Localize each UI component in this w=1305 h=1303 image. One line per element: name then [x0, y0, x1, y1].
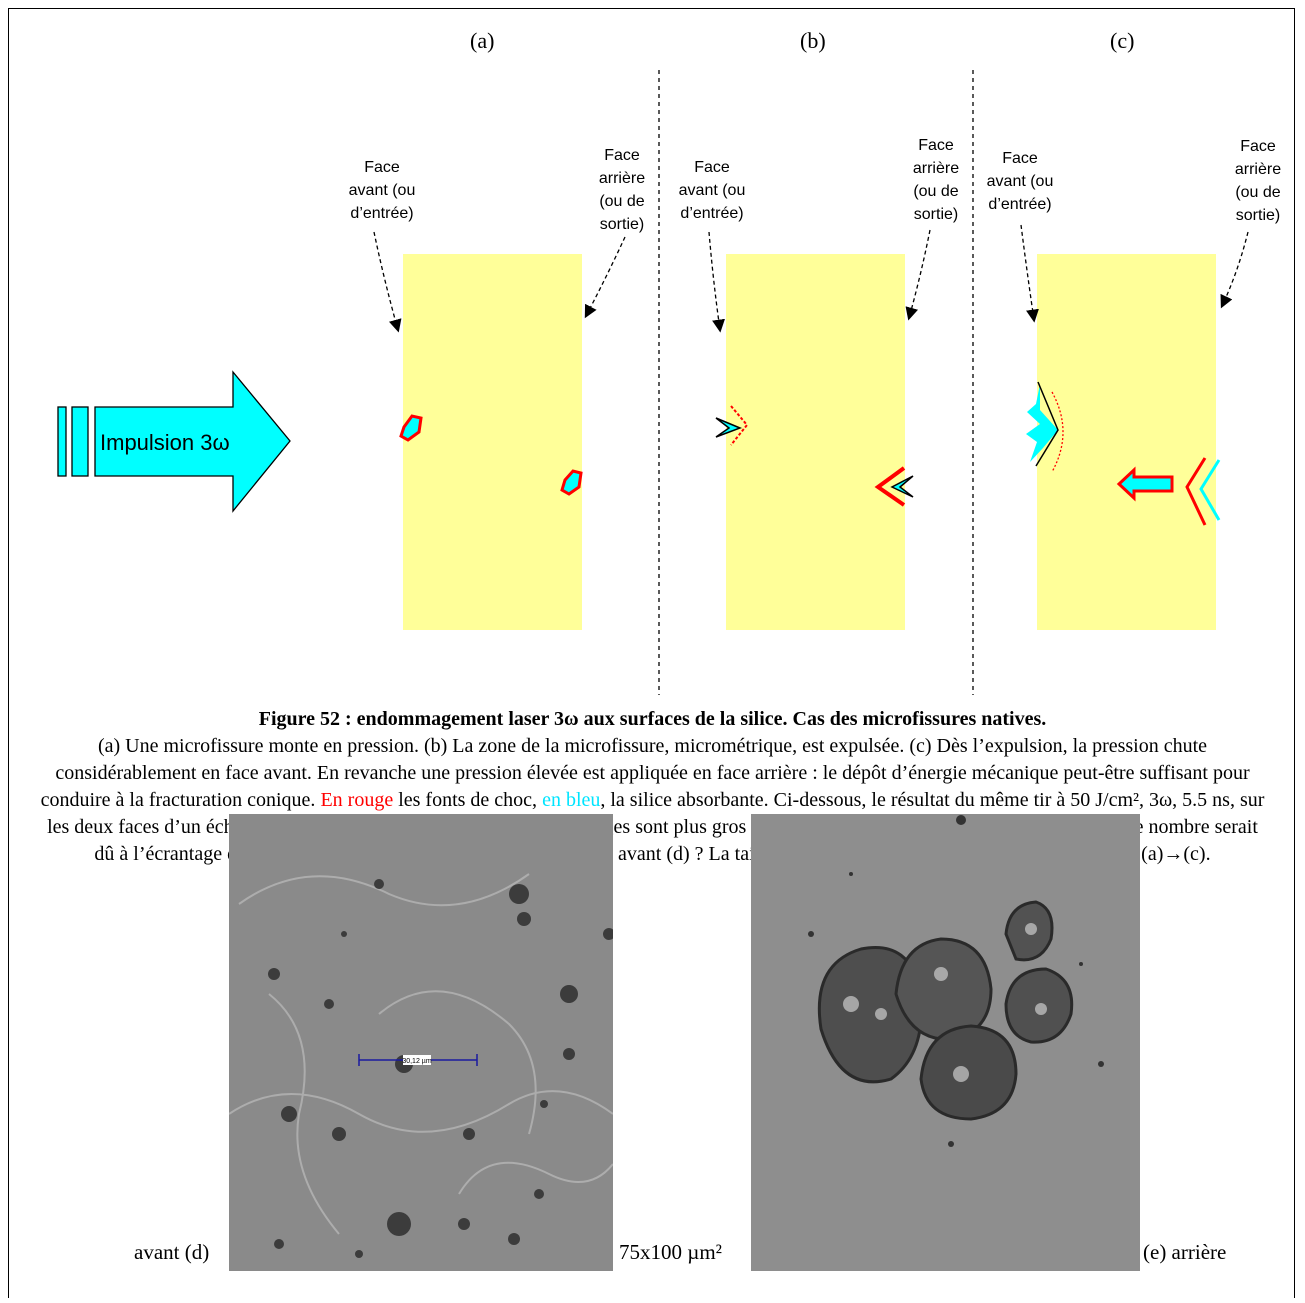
scale-label: 75x100 µm²	[619, 1240, 722, 1264]
pointer-arrow	[708, 231, 725, 333]
pointer-arrow	[584, 236, 626, 319]
svg-text:arrière: arrière	[1235, 161, 1281, 178]
svg-text:d’entrée): d’entrée)	[350, 205, 413, 222]
svg-text:d’entrée): d’entrée)	[988, 196, 1051, 213]
impulse-label: Impulsion 3ω	[100, 430, 230, 455]
svg-text:(ou de: (ou de	[599, 193, 644, 210]
svg-text:avant (ou: avant (ou	[679, 182, 746, 199]
pulse-bar	[57, 406, 67, 477]
pointer-arrow	[1020, 224, 1039, 323]
back-shock-front	[874, 466, 906, 507]
back-face-label-c: Face arrière (ou de sortie)	[1235, 138, 1281, 224]
svg-text:avant (ou: avant (ou	[349, 182, 416, 199]
back-face-photo	[751, 814, 1140, 1271]
caption-red-note: En rouge	[320, 789, 394, 811]
svg-text:Face: Face	[1240, 138, 1276, 155]
svg-text:Face: Face	[694, 159, 730, 176]
front-shock-front	[1051, 391, 1064, 473]
svg-text:Face: Face	[604, 147, 640, 164]
svg-text:avant (ou: avant (ou	[987, 173, 1054, 190]
caption-blue-note: en bleu	[542, 789, 601, 811]
back-photo-label: (e) arrière	[1143, 1240, 1227, 1264]
caption-title: Figure 52 : endommagement laser 3ω aux s…	[258, 708, 1047, 730]
front-spall	[1026, 384, 1058, 462]
front-photo-label: avant (d)	[134, 1240, 210, 1264]
panel-label-a: (a)	[470, 28, 494, 53]
front-face-photo: 30,12 µm	[229, 814, 613, 1271]
damage-diagram: (a) (b) (c) Impulsion 3ω Face avant (ou …	[57, 28, 1281, 695]
back-shock-front	[1185, 457, 1207, 526]
svg-text:d’entrée): d’entrée)	[680, 205, 743, 222]
silica-slab-a	[403, 254, 582, 630]
back-face-label-a: Face arrière (ou de sortie)	[599, 147, 645, 233]
shock-direction-arrow	[1116, 466, 1174, 502]
front-spall-edge	[1035, 381, 1059, 467]
svg-text:Face: Face	[364, 159, 400, 176]
panel-label-b: (b)	[800, 28, 826, 53]
back-face-label-b: Face arrière (ou de sortie)	[913, 137, 959, 223]
svg-text:sortie): sortie)	[600, 216, 644, 233]
back-ejection	[890, 475, 914, 498]
front-ejection	[715, 417, 743, 438]
svg-text:Face: Face	[1002, 150, 1038, 167]
svg-text:sortie): sortie)	[1236, 207, 1280, 224]
pulse-bar	[71, 406, 89, 477]
silica-slab-c	[1037, 254, 1216, 630]
pointer-arrow	[373, 231, 402, 333]
front-microcrack	[399, 414, 423, 442]
svg-text:Face: Face	[918, 137, 954, 154]
front-face-label-a: Face avant (ou d’entrée)	[349, 159, 416, 222]
front-face-label-b: Face avant (ou d’entrée)	[679, 159, 746, 222]
svg-text:(ou de: (ou de	[1235, 184, 1280, 201]
impulse-arrow	[94, 370, 291, 513]
back-microcrack	[560, 469, 583, 496]
pointer-arrow	[905, 229, 931, 321]
svg-text:(ou de: (ou de	[913, 183, 958, 200]
svg-text:arrière: arrière	[913, 160, 959, 177]
caption-text: les fonts de choc,	[393, 789, 543, 811]
front-shock-front	[730, 405, 749, 446]
svg-text:arrière: arrière	[599, 170, 645, 187]
caption-text: (a) Une microfissure monte en pression. …	[40, 735, 1250, 811]
silica-slab-b	[726, 254, 905, 630]
back-absorbing-front	[1199, 459, 1221, 521]
figure-frame	[8, 8, 1295, 1298]
pointer-arrow	[1220, 231, 1249, 309]
front-face-label-c: Face avant (ou d’entrée)	[987, 150, 1054, 213]
scale-bar-label: 30,12 µm	[402, 1058, 431, 1065]
svg-text:sortie): sortie)	[914, 206, 958, 223]
panel-label-c: (c)	[1110, 28, 1134, 53]
